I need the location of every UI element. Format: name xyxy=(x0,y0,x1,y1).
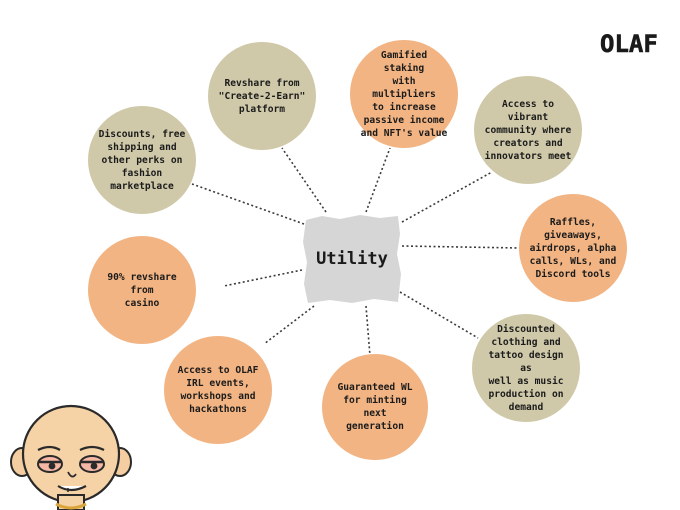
connector-staking xyxy=(365,147,391,213)
node-revshare-create2earn: Revshare from "Create-2-Earn" platform xyxy=(208,42,316,150)
node-irl-events: Access to OLAF IRL events, workshops and… xyxy=(164,336,272,444)
hub-label: Utility xyxy=(316,249,388,269)
svg-text:OLAF: OLAF xyxy=(600,30,658,58)
hub-brush-shape xyxy=(303,215,401,303)
node-label: 90% revshare from casino xyxy=(107,271,177,309)
connector-fashion xyxy=(191,183,305,225)
node-casino-revshare: 90% revshare from casino xyxy=(88,236,196,344)
node-label: Gamified staking with multipliers to inc… xyxy=(360,49,448,139)
connector-clothing xyxy=(399,291,479,339)
node-label: Guaranteed WL for minting next generatio… xyxy=(337,382,413,432)
connector-irl-events xyxy=(263,305,315,345)
node-label: Access to vibrant community where creato… xyxy=(484,98,572,162)
node-discounted-clothing: Discounted clothing and tattoo design as… xyxy=(472,314,580,422)
node-raffles-giveaways: Raffles, giveaways, airdrops, alpha call… xyxy=(519,194,627,302)
connector-casino xyxy=(223,269,303,287)
node-gamified-staking: Gamified staking with multipliers to inc… xyxy=(350,40,458,148)
connector-community xyxy=(401,171,493,223)
olaf-logo: OLAF xyxy=(600,30,658,59)
connector-raffles xyxy=(401,245,521,249)
node-guaranteed-wl: Guaranteed WL for minting next generatio… xyxy=(322,354,428,460)
node-label: Access to OLAF IRL events, workshops and… xyxy=(177,365,259,415)
utility-hub: Utility xyxy=(302,214,402,304)
connector-revshare-create xyxy=(281,147,327,213)
node-label: Discounted clothing and tattoo design as… xyxy=(488,323,564,413)
node-label: Revshare from "Create-2-Earn" platform xyxy=(218,77,306,115)
bald-cartoon-character-icon xyxy=(10,404,132,510)
node-vibrant-community: Access to vibrant community where creato… xyxy=(474,76,582,184)
node-fashion-discounts: Discounts, free shipping and other perks… xyxy=(88,106,196,214)
node-label: Discounts, free shipping and other perks… xyxy=(98,128,186,192)
node-label: Raffles, giveaways, airdrops, alpha call… xyxy=(529,216,617,280)
connector-guaranteed-wl xyxy=(365,305,371,357)
